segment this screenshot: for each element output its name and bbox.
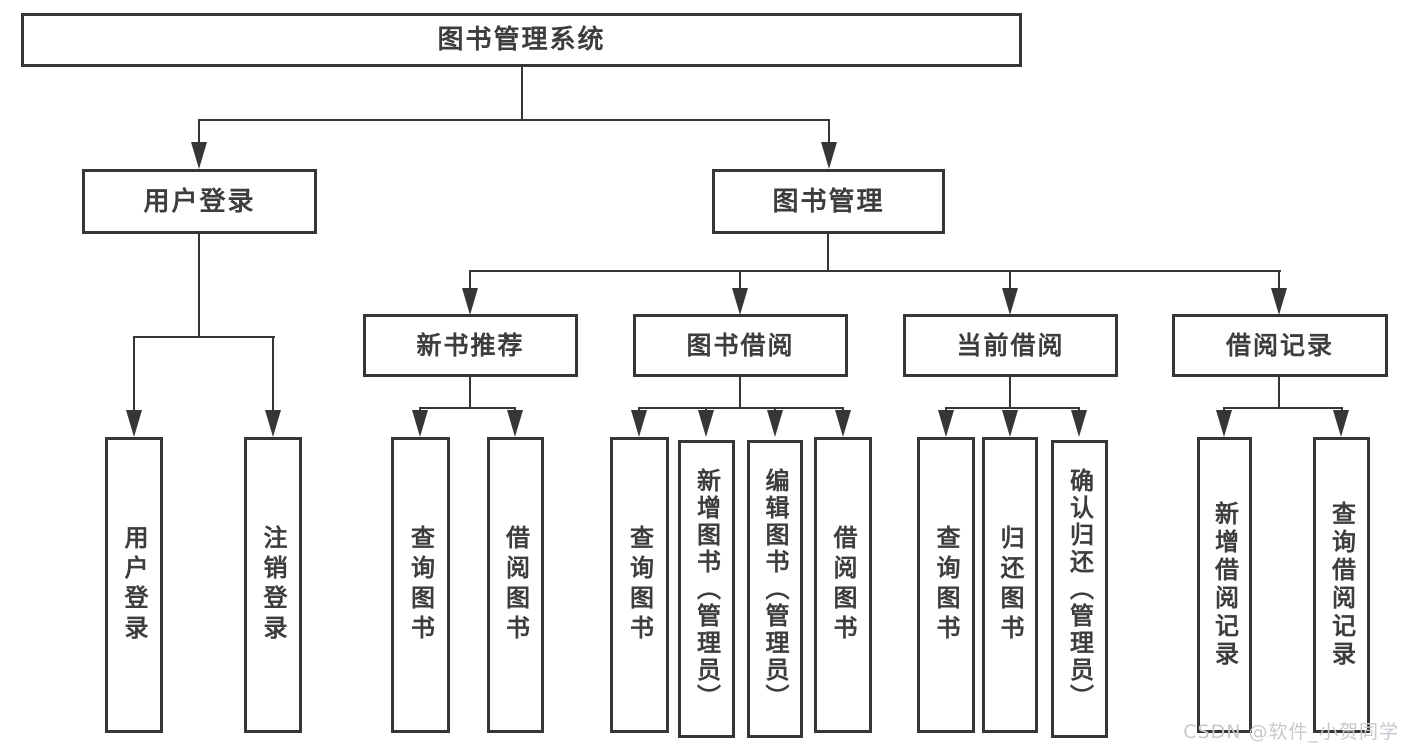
arrow-down-icon — [631, 410, 647, 437]
node-label: 借阅图书 — [501, 525, 530, 645]
node-new-book-recommend: 新书推荐 — [363, 314, 578, 377]
connector-line — [1223, 407, 1225, 412]
arrow-down-icon — [1216, 410, 1232, 437]
node-current-borrowing: 当前借阅 — [903, 314, 1118, 377]
arrow-down-icon — [698, 410, 714, 437]
node-edit-book-admin: 编辑图书（管理员） — [747, 440, 803, 738]
node-label: 查询图书 — [932, 525, 960, 645]
connector-line — [514, 407, 516, 412]
arrow-down-icon — [732, 288, 748, 315]
connector-line — [739, 377, 741, 408]
node-label: 注销登录 — [259, 525, 287, 645]
connector-line — [1078, 407, 1080, 412]
node-label: 查询图书 — [406, 525, 435, 645]
node-query-books: 查询图书 — [917, 437, 975, 733]
arrow-down-icon — [412, 410, 428, 437]
connector-line — [198, 234, 200, 338]
arrow-down-icon — [1071, 410, 1087, 437]
node-book-borrowing: 图书借阅 — [633, 314, 848, 377]
arrow-down-icon — [507, 410, 523, 437]
node-return-book: 归还图书 — [982, 437, 1038, 733]
node-query-books: 查询图书 — [391, 437, 450, 733]
node-label: 图书管理系统 — [437, 25, 606, 55]
connector-line — [638, 407, 844, 409]
connector-line — [739, 270, 741, 289]
node-label: 确认归还（管理员） — [1065, 467, 1094, 711]
connector-line — [198, 119, 200, 145]
node-confirm-return-admin: 确认归还（管理员） — [1051, 440, 1108, 738]
connector-line — [842, 407, 844, 412]
connector-line — [133, 336, 275, 338]
node-label: 用户登录 — [143, 186, 256, 217]
connector-line — [827, 234, 829, 272]
connector-line — [774, 407, 776, 412]
arrow-down-icon — [1271, 288, 1287, 315]
node-query-books: 查询图书 — [610, 437, 669, 733]
connector-line — [828, 119, 830, 145]
arrow-down-icon — [835, 410, 851, 437]
connector-line — [198, 119, 830, 121]
connector-line — [469, 377, 471, 408]
node-user-login-leaf: 用户登录 — [105, 437, 163, 733]
arrow-down-icon — [1002, 410, 1018, 437]
connector-line — [419, 407, 516, 409]
node-label: 用户登录 — [120, 525, 148, 645]
arrow-down-icon — [767, 410, 783, 437]
node-add-book-admin: 新增图书（管理员） — [678, 440, 735, 738]
node-borrowing-records: 借阅记录 — [1172, 314, 1388, 377]
node-borrow-book: 借阅图书 — [487, 437, 544, 733]
node-label: 图书管理 — [772, 186, 885, 217]
node-add-borrow-record: 新增借阅记录 — [1197, 437, 1252, 733]
connector-line — [469, 270, 471, 289]
connector-line — [638, 407, 640, 412]
node-label: 新增借阅记录 — [1210, 501, 1239, 669]
node-label: 当前借阅 — [956, 331, 1065, 360]
connector-line — [1278, 270, 1280, 289]
connector-line — [133, 336, 135, 412]
arrow-down-icon — [1333, 410, 1349, 437]
connector-line — [419, 407, 421, 412]
arrow-down-icon — [462, 288, 478, 315]
node-label: 查询图书 — [625, 525, 654, 645]
connector-line — [705, 407, 707, 412]
node-label: 新书推荐 — [416, 331, 525, 360]
connector-line — [1223, 407, 1343, 409]
connector-line — [1009, 270, 1011, 289]
arrow-down-icon — [938, 410, 954, 437]
connector-line — [469, 270, 1281, 272]
node-label: 归还图书 — [996, 525, 1024, 645]
connector-line — [1009, 377, 1011, 408]
node-logout: 注销登录 — [244, 437, 302, 733]
node-query-borrow-record: 查询借阅记录 — [1313, 437, 1370, 733]
node-book-management: 图书管理 — [712, 169, 945, 234]
node-user-login: 用户登录 — [82, 169, 317, 234]
arrow-down-icon — [265, 410, 281, 437]
connector-line — [945, 407, 947, 412]
node-label: 借阅图书 — [829, 525, 857, 645]
connector-line — [1341, 407, 1343, 412]
arrow-down-icon — [191, 142, 207, 169]
arrow-down-icon — [821, 142, 837, 169]
connector-line — [1278, 377, 1280, 408]
node-library-management-system: 图书管理系统 — [21, 13, 1022, 67]
arrow-down-icon — [126, 410, 142, 437]
csdn-watermark: CSDN @软件_小贺同学 — [1183, 721, 1399, 743]
node-label: 新增图书（管理员） — [692, 467, 721, 711]
connector-line — [272, 336, 274, 412]
node-borrow-book: 借阅图书 — [814, 437, 872, 733]
node-label: 查询借阅记录 — [1327, 501, 1356, 669]
node-label: 图书借阅 — [686, 331, 795, 360]
node-label: 编辑图书（管理员） — [761, 467, 789, 711]
connector-line — [521, 67, 523, 120]
node-label: 借阅记录 — [1225, 331, 1334, 360]
arrow-down-icon — [1002, 288, 1018, 315]
connector-line — [945, 407, 1080, 409]
